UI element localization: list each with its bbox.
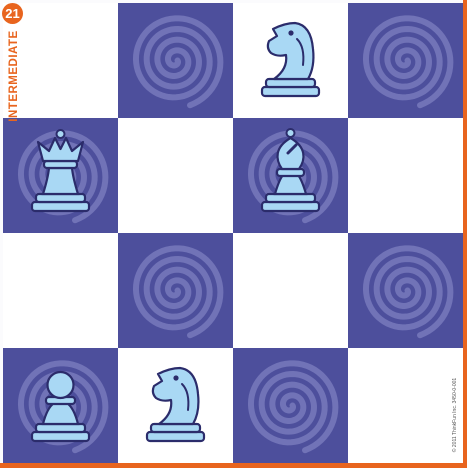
square-art bbox=[233, 3, 348, 118]
square-art bbox=[348, 118, 463, 233]
board-square-r2c1[interactable] bbox=[3, 118, 118, 233]
spiral-pattern bbox=[366, 18, 450, 105]
board-square-r2c4[interactable] bbox=[348, 118, 463, 233]
board-square-r3c1[interactable] bbox=[3, 233, 118, 348]
board-square-r1c4[interactable] bbox=[348, 3, 463, 118]
square-art bbox=[348, 3, 463, 118]
square-art bbox=[118, 348, 233, 463]
board-square-r1c2[interactable] bbox=[118, 3, 233, 118]
puzzle-number-badge: 21 bbox=[2, 3, 23, 24]
board-square-r2c2[interactable] bbox=[118, 118, 233, 233]
spiral-pattern bbox=[136, 248, 220, 335]
board-square-r1c3[interactable] bbox=[233, 3, 348, 118]
square-art bbox=[118, 233, 233, 348]
square-art bbox=[348, 233, 463, 348]
board-square-r4c4[interactable] bbox=[348, 348, 463, 463]
square-art bbox=[118, 3, 233, 118]
square-art bbox=[233, 118, 348, 233]
square-art bbox=[118, 118, 233, 233]
board-square-r3c3[interactable] bbox=[233, 233, 348, 348]
board-square-r3c2[interactable] bbox=[118, 233, 233, 348]
board-square-r3c4[interactable] bbox=[348, 233, 463, 348]
board-square-r4c3[interactable] bbox=[233, 348, 348, 463]
board-square-r4c1[interactable] bbox=[3, 348, 118, 463]
board-square-r4c2[interactable] bbox=[118, 348, 233, 463]
spiral-pattern bbox=[251, 363, 335, 450]
square-art bbox=[233, 233, 348, 348]
copyright-text: © 2011 ThinkFun Inc. 3450-0-001 bbox=[452, 378, 458, 452]
knight-icon bbox=[262, 23, 319, 96]
difficulty-level-label: INTERMEDIATE bbox=[8, 30, 20, 121]
spiral-pattern bbox=[136, 18, 220, 105]
square-art bbox=[233, 348, 348, 463]
spiral-pattern bbox=[366, 248, 450, 335]
board-square-r2c3[interactable] bbox=[233, 118, 348, 233]
chess-board bbox=[3, 3, 463, 463]
knight-icon bbox=[147, 368, 204, 441]
square-art bbox=[3, 348, 118, 463]
square-art bbox=[3, 233, 118, 348]
square-art bbox=[3, 118, 118, 233]
square-art bbox=[348, 348, 463, 463]
